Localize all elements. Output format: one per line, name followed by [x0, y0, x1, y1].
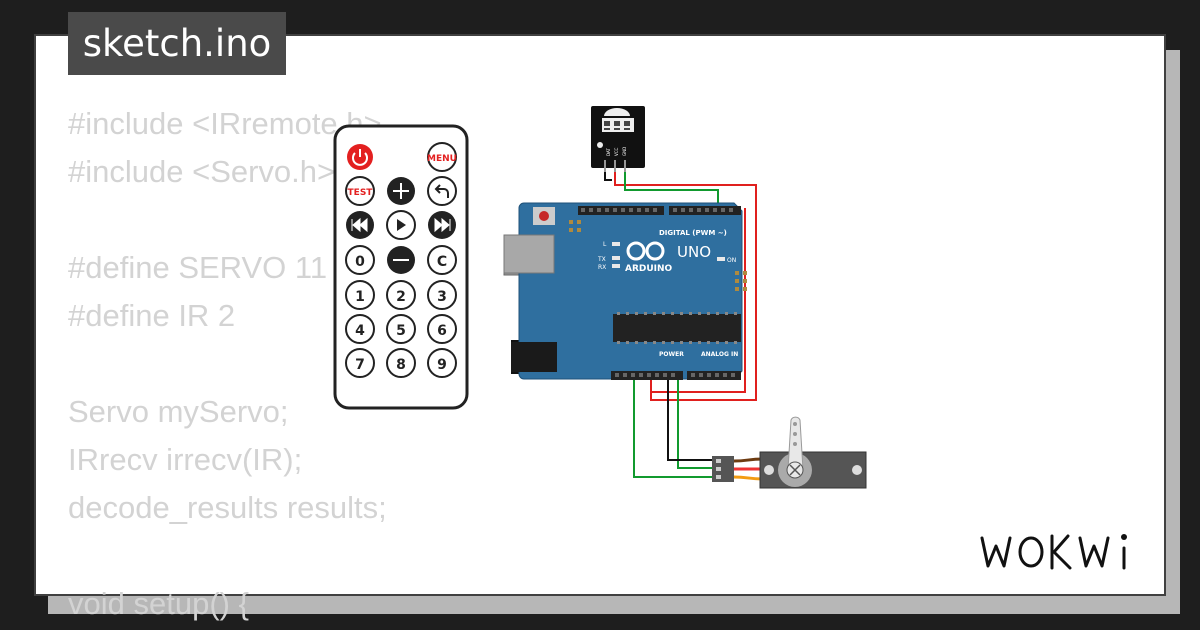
remote-button-1-label: 1 — [355, 289, 365, 305]
remote-button-c-label: C — [437, 254, 447, 270]
remote-button-5-label: 5 — [396, 323, 406, 339]
remote-button-4[interactable] — [345, 314, 375, 344]
analog-label: ANALOG IN — [701, 351, 738, 358]
led-l — [612, 242, 620, 246]
on-label: ON — [727, 257, 736, 264]
remote-menu-button[interactable] — [427, 142, 457, 172]
remote-button-3[interactable] — [427, 280, 457, 310]
wire-green-signal — [624, 170, 719, 210]
wires — [604, 170, 757, 478]
wire-black-servo — [667, 352, 712, 461]
led-rx — [612, 264, 620, 268]
ir-remote[interactable]: MENU TEST 0 C 1 2 3 — [333, 124, 469, 410]
power-label: POWER — [659, 351, 684, 358]
arduino-logo-icon — [626, 241, 665, 261]
ir-pin-dat: DAT — [606, 148, 611, 156]
plus-icon — [393, 183, 409, 199]
remote-digits: 1 2 3 4 5 6 7 8 9 — [345, 280, 457, 378]
reset-button[interactable] — [539, 211, 549, 221]
rewind-icon — [351, 217, 368, 233]
board-brand: ARDUINO — [625, 264, 673, 274]
digital-label: DIGITAL (PWM ~) — [659, 229, 727, 237]
board-model: UNO — [677, 243, 711, 261]
led-tx — [612, 256, 620, 260]
remote-button-4-label: 4 — [355, 323, 365, 339]
ir-receiver[interactable]: DAT VCC GND — [591, 106, 645, 172]
remote-menu-label: MENU — [427, 154, 457, 164]
remote-test-label: TEST — [348, 188, 374, 198]
led-tx-label: TX — [597, 256, 606, 263]
remote-button-8-label: 8 — [396, 357, 406, 373]
wokwi-logo — [980, 534, 1127, 570]
code-line: #define SERVO 11 — [68, 250, 328, 285]
servo-screw-icon — [789, 464, 801, 476]
code-line: #include <Servo.h> — [68, 154, 336, 189]
led-l-label: L — [603, 241, 607, 248]
code-line: #define IR 2 — [68, 298, 236, 333]
servo-motor[interactable] — [712, 416, 867, 489]
remote-button-7-label: 7 — [355, 357, 365, 373]
wire-black-gnd — [604, 170, 612, 181]
remote-button-2-label: 2 — [396, 289, 406, 305]
remote-button-c[interactable] — [427, 245, 457, 275]
remote-test-button[interactable] — [345, 176, 375, 206]
ir-pin-vcc: VCC — [614, 147, 619, 156]
icsp-header-top — [569, 220, 581, 232]
servo-connector — [712, 456, 734, 482]
power-jack-front — [511, 342, 557, 372]
remote-button-9-label: 9 — [437, 357, 447, 373]
wire-green-servo-2 — [677, 352, 712, 469]
power-icon — [352, 152, 368, 166]
wire-green-servo — [633, 352, 712, 478]
code-line: IRrecv irrecv(IR); — [68, 442, 303, 477]
led-on — [717, 257, 725, 261]
remote-back-button[interactable] — [427, 176, 457, 206]
remote-button-2[interactable] — [386, 280, 416, 310]
remote-button-0[interactable] — [345, 245, 375, 275]
microcontroller-chip — [613, 314, 741, 342]
servo-body — [759, 451, 867, 489]
led-rx-label: RX — [598, 264, 606, 271]
remote-button-6-label: 6 — [437, 323, 447, 339]
usb-connector-front — [503, 234, 555, 274]
arduino-uno-board[interactable]: DIGITAL (PWM ~) L TX RX ON UNO ARDUINO P… — [503, 202, 747, 380]
code-line: void setup() { — [68, 586, 249, 621]
ir-pin-gnd: GND — [622, 147, 627, 156]
remote-button-0-label: 0 — [355, 254, 365, 270]
remote-button-6[interactable] — [427, 314, 457, 344]
icsp-header-right — [735, 271, 747, 291]
code-line: Servo myServo; — [68, 394, 289, 429]
back-arrow-icon — [434, 184, 449, 198]
code-preview: #include <IRremote.h>#include <Servo.h> … — [68, 100, 387, 628]
remote-button-1[interactable] — [345, 280, 375, 310]
sketch-filename-tab[interactable]: sketch.ino — [68, 12, 286, 75]
remote-button-9[interactable] — [427, 348, 457, 378]
remote-button-5[interactable] — [386, 314, 416, 344]
fast-forward-icon — [434, 217, 451, 233]
remote-button-7[interactable] — [345, 348, 375, 378]
remote-button-3-label: 3 — [437, 289, 447, 305]
play-icon — [397, 219, 406, 231]
analog-header — [687, 371, 741, 380]
remote-button-8[interactable] — [386, 348, 416, 378]
remote-row-0: 0 C — [345, 245, 457, 275]
code-line: decode_results results; — [68, 490, 387, 525]
